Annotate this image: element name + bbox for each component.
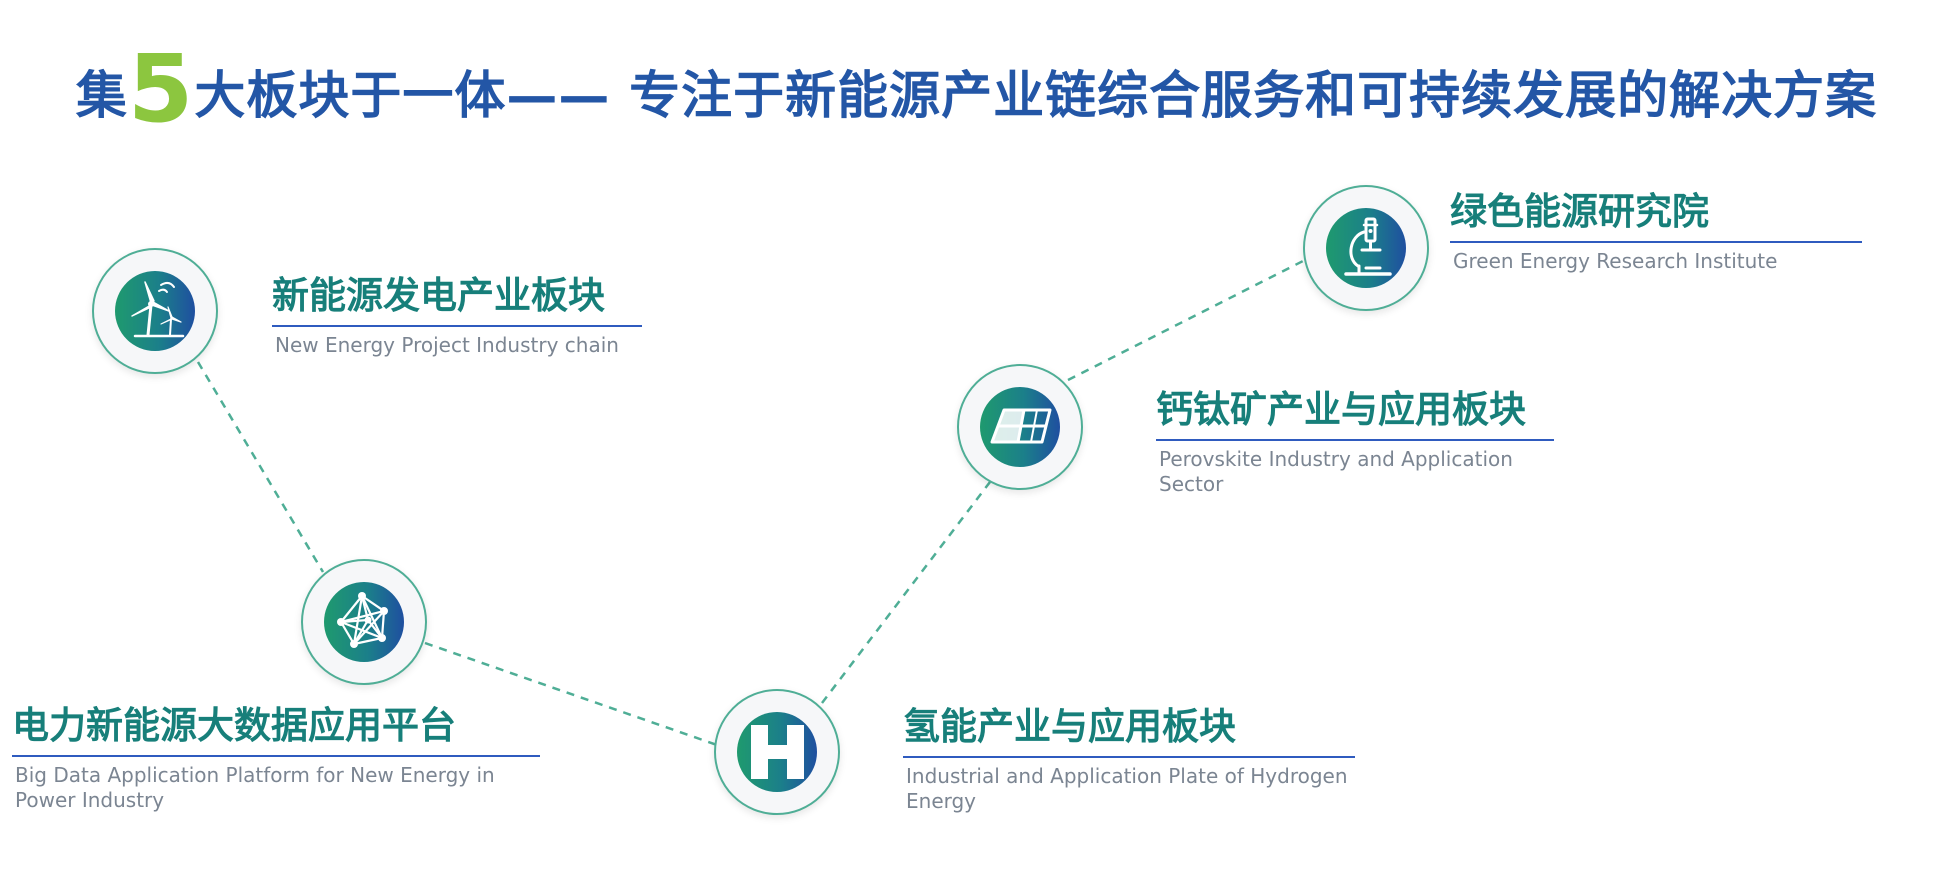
- divider: [12, 755, 540, 757]
- sector-title: 新能源发电产业板块: [272, 274, 605, 317]
- connector-4-5: [1067, 258, 1306, 382]
- connector-2-3: [424, 641, 718, 747]
- solar-panel-icon: [980, 387, 1060, 467]
- hydrogen-icon: [737, 712, 817, 792]
- node-new-energy-generation: [92, 248, 218, 374]
- page-title: 集5大板块于一体—— 专注于新能源产业链综合服务和可持续发展的解决方案: [0, 40, 1953, 147]
- sector-subtitle: New Energy Project Industry chain: [275, 333, 619, 357]
- title-prefix: 集: [75, 67, 128, 126]
- sector-subtitle: Big Data Application Platform for New En…: [15, 763, 495, 812]
- divider: [272, 325, 642, 327]
- sector-subtitle: Perovskite Industry and Application Sect…: [1159, 447, 1513, 496]
- divider: [1156, 439, 1554, 441]
- title-number: 5: [127, 35, 195, 144]
- node-big-data-platform: [301, 559, 427, 685]
- connector-1-2: [196, 361, 325, 573]
- sector-label-big-data-platform: 电力新能源大数据应用平台 Big Data Application Platfo…: [12, 703, 540, 813]
- node-hydrogen: [714, 689, 840, 815]
- connector-3-4: [821, 481, 991, 704]
- sector-label-research-institute: 绿色能源研究院 Green Energy Research Institute: [1450, 189, 1862, 274]
- microscope-icon: [1326, 208, 1406, 288]
- node-research-institute: [1303, 185, 1429, 311]
- divider: [903, 756, 1355, 758]
- sector-label-perovskite: 钙钛矿产业与应用板块 Perovskite Industry and Appli…: [1156, 387, 1554, 497]
- sector-subtitle: Industrial and Application Plate of Hydr…: [906, 764, 1348, 813]
- node-perovskite: [957, 364, 1083, 490]
- network-icon: [324, 582, 404, 662]
- sector-title: 电力新能源大数据应用平台: [12, 704, 456, 747]
- sector-label-hydrogen: 氢能产业与应用板块 Industrial and Application Pla…: [903, 704, 1355, 814]
- sector-subtitle: Green Energy Research Institute: [1453, 249, 1778, 273]
- sector-title: 钙钛矿产业与应用板块: [1156, 388, 1526, 431]
- title-suffix: 大板块于一体—— 专注于新能源产业链综合服务和可持续发展的解决方案: [194, 67, 1878, 126]
- sector-label-new-energy-generation: 新能源发电产业板块 New Energy Project Industry ch…: [272, 273, 642, 358]
- sector-title: 绿色能源研究院: [1450, 190, 1709, 233]
- divider: [1450, 241, 1862, 243]
- wind-turbine-icon: [115, 271, 195, 351]
- sector-title: 氢能产业与应用板块: [903, 705, 1236, 748]
